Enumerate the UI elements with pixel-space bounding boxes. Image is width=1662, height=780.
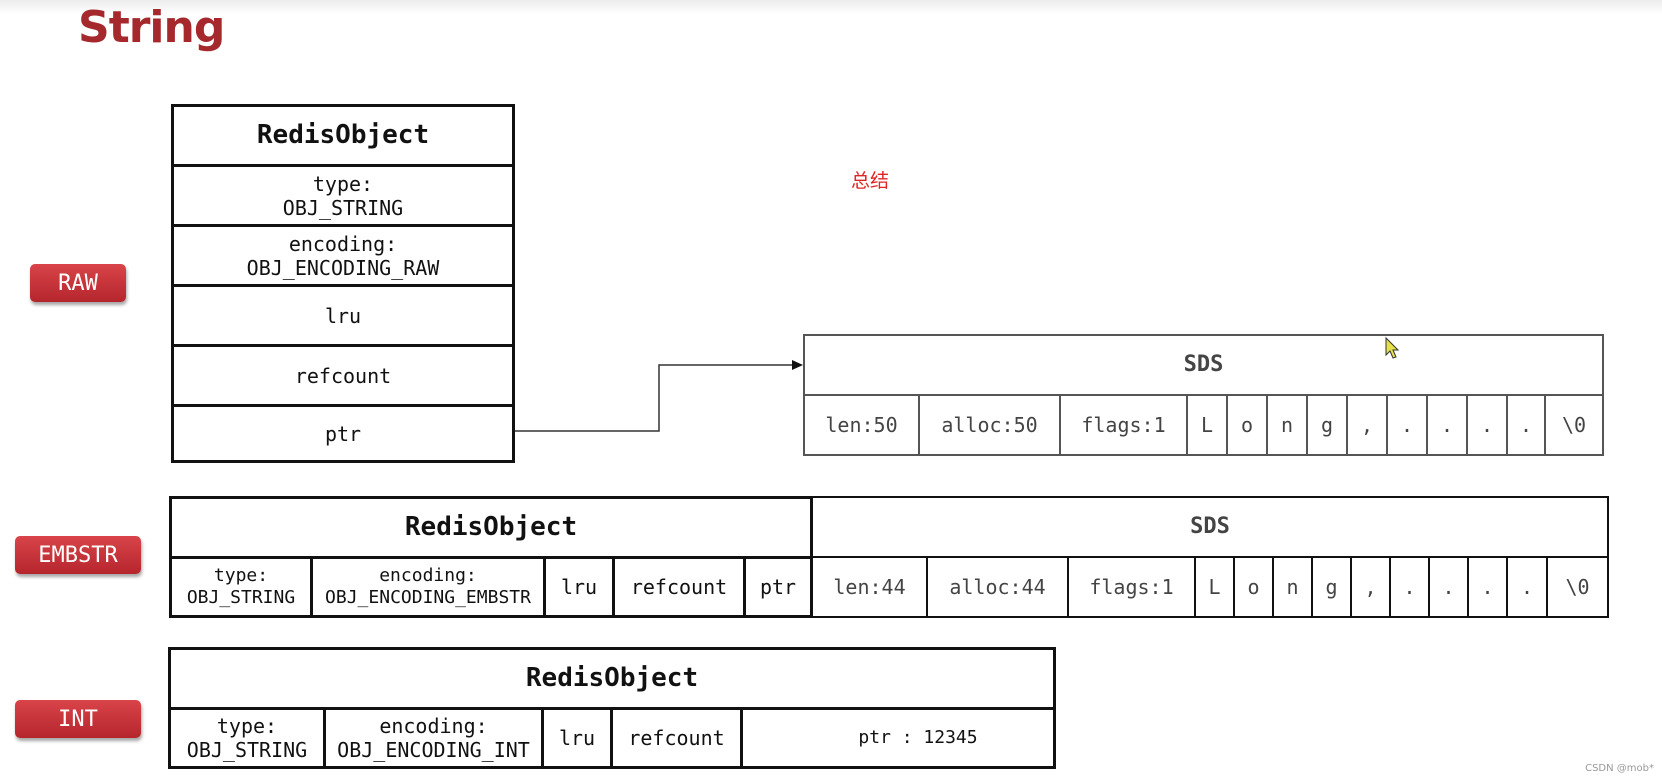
int-type-label: type: — [216, 714, 278, 738]
raw-type-cell: type: OBJ_STRING — [171, 164, 515, 227]
summary-note: 总结 — [851, 170, 890, 192]
embstr-sds-char: . — [1467, 556, 1508, 618]
raw-ptr-cell: ptr — [171, 404, 515, 463]
int-encoding-label: encoding: — [379, 714, 488, 738]
raw-type-label: type: — [312, 171, 374, 196]
embstr-sds-char: n — [1272, 556, 1313, 618]
watermark: CSDN @mob* — [1585, 763, 1654, 774]
int-object-header: RedisObject — [168, 647, 1056, 710]
top-fade — [0, 0, 1662, 14]
embstr-encoding-label: encoding: — [379, 565, 477, 587]
raw-sds-char: o — [1226, 394, 1268, 456]
embstr-sds-char: . — [1428, 556, 1469, 618]
raw-sds-flags: flags:1 — [1059, 394, 1188, 456]
embstr-type-label: type: — [213, 565, 269, 587]
page-title: String — [78, 2, 225, 53]
badge-int: INT — [15, 700, 141, 738]
embstr-sds-char: . — [1389, 556, 1430, 618]
mouse-cursor-icon — [1385, 336, 1400, 359]
badge-embstr: EMBSTR — [15, 536, 141, 574]
embstr-sds-flags: flags:1 — [1067, 556, 1196, 618]
embstr-ptr-cell: ptr — [743, 556, 813, 618]
int-encoding-cell: encoding: OBJ_ENCODING_INT — [323, 707, 544, 769]
int-type-value: OBJ_STRING — [186, 738, 308, 762]
raw-sds-char: . — [1466, 394, 1508, 456]
embstr-sds-char: . — [1506, 556, 1548, 618]
raw-encoding-label: encoding: — [288, 231, 398, 256]
raw-sds-char: , — [1346, 394, 1388, 456]
arrow-head-icon — [792, 360, 803, 370]
ptr-connector-line — [515, 364, 793, 432]
raw-object-header: RedisObject — [171, 104, 515, 167]
embstr-sds-len: len:44 — [811, 556, 928, 618]
raw-sds-alloc: alloc:50 — [918, 394, 1061, 456]
raw-sds-len: len:50 — [803, 394, 920, 456]
embstr-sds-alloc: alloc:44 — [926, 556, 1069, 618]
raw-sds-char: g — [1306, 394, 1348, 456]
embstr-object-header: RedisObject — [169, 496, 813, 559]
embstr-sds-char-null: \0 — [1546, 556, 1609, 618]
embstr-type-cell: type: OBJ_STRING — [169, 556, 313, 618]
int-ptr-value: ptr : 12345 — [858, 727, 978, 749]
embstr-lru-cell: lru — [543, 556, 615, 618]
int-type-cell: type: OBJ_STRING — [168, 707, 326, 769]
embstr-sds-char: L — [1194, 556, 1235, 618]
raw-encoding-value: OBJ_ENCODING_RAW — [246, 255, 440, 280]
badge-raw: RAW — [30, 264, 126, 302]
embstr-sds-char: g — [1311, 556, 1352, 618]
int-encoding-value: OBJ_ENCODING_INT — [337, 738, 530, 762]
embstr-type-value: OBJ_STRING — [186, 587, 296, 608]
raw-refcount-cell: refcount — [171, 344, 515, 407]
raw-sds-char: . — [1506, 394, 1546, 456]
raw-sds-char: L — [1186, 394, 1228, 456]
embstr-sds-char: , — [1350, 556, 1391, 618]
embstr-encoding-value: OBJ_ENCODING_EMBSTR — [325, 587, 531, 608]
embstr-sds-char: o — [1233, 556, 1274, 618]
int-refcount-cell: refcount — [610, 707, 743, 769]
int-lru-cell: lru — [541, 707, 613, 769]
raw-type-value: OBJ_STRING — [282, 195, 404, 220]
raw-sds-char-null: \0 — [1544, 394, 1604, 456]
embstr-refcount-cell: refcount — [612, 556, 746, 618]
int-ptr-cell: ptr : 12345 — [740, 707, 1056, 769]
embstr-sds-header: SDS — [811, 496, 1609, 559]
embstr-encoding-cell: encoding: OBJ_ENCODING_EMBSTR — [310, 556, 546, 618]
